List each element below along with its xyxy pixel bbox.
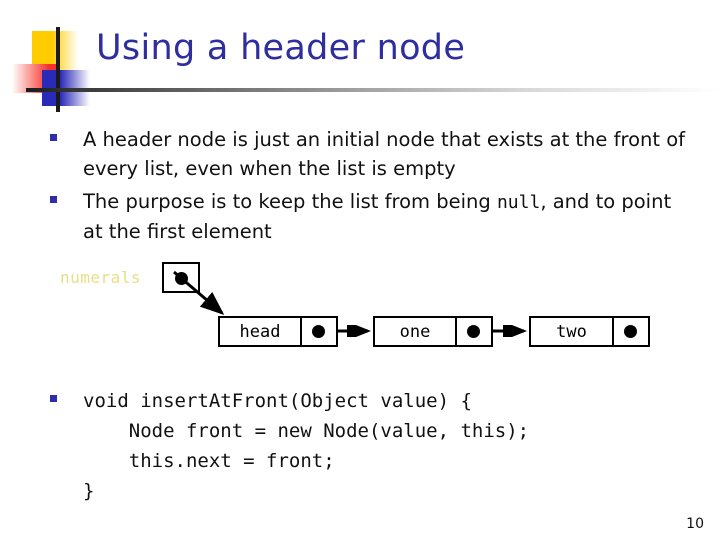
page-title: Using a header node [96,28,466,68]
node-data-one: one [399,321,431,342]
vertical-rule-icon [56,27,60,112]
list-node-two: two [529,316,650,347]
code-block: void insertAtFront(Object value) { Node … [83,390,530,502]
slide-logo-decoration [0,0,110,115]
bullet-text-2: The purpose is to keep the list from bei… [83,187,690,246]
diagonal-pointer-arrow-icon [173,270,225,315]
slide-number: 10 [686,516,704,532]
node-pointer-cell-two [612,318,648,345]
node-pointer-cell-one [455,318,491,345]
variable-label-numerals: numerals [60,268,142,287]
bullet-text-2-before: The purpose is to keep the list from bei… [83,190,497,213]
inline-code-null: null [496,192,541,213]
link-arrow-head-to-one-icon [338,325,371,337]
bullet-square-icon [50,196,57,203]
pointer-dot-icon [467,325,480,338]
list-node-head: head [218,316,338,347]
pointer-dot-icon [312,325,325,338]
bullet-square-icon [50,395,57,402]
node-data-two: two [556,321,587,342]
bullet-item-code: void insertAtFront(Object value) { Node … [50,386,529,506]
node-data-head: head [239,321,281,342]
bullet-square-icon [50,134,57,141]
pointer-dot-icon [624,325,637,338]
bullet-text-1: A header node is just an initial node th… [83,128,692,180]
title-underline-rule [26,88,720,92]
list-node-one: one [373,316,493,347]
node-pointer-cell-head [300,318,336,345]
link-arrow-one-to-two-icon [493,325,527,337]
bullet-item-1: A header node is just an initial node th… [50,125,690,183]
numerals-pointer-box [162,262,200,293]
bullet-text-2-after: , and to point at the first element [83,190,678,243]
bullet-item-2: The purpose is to keep the list from bei… [50,187,690,246]
